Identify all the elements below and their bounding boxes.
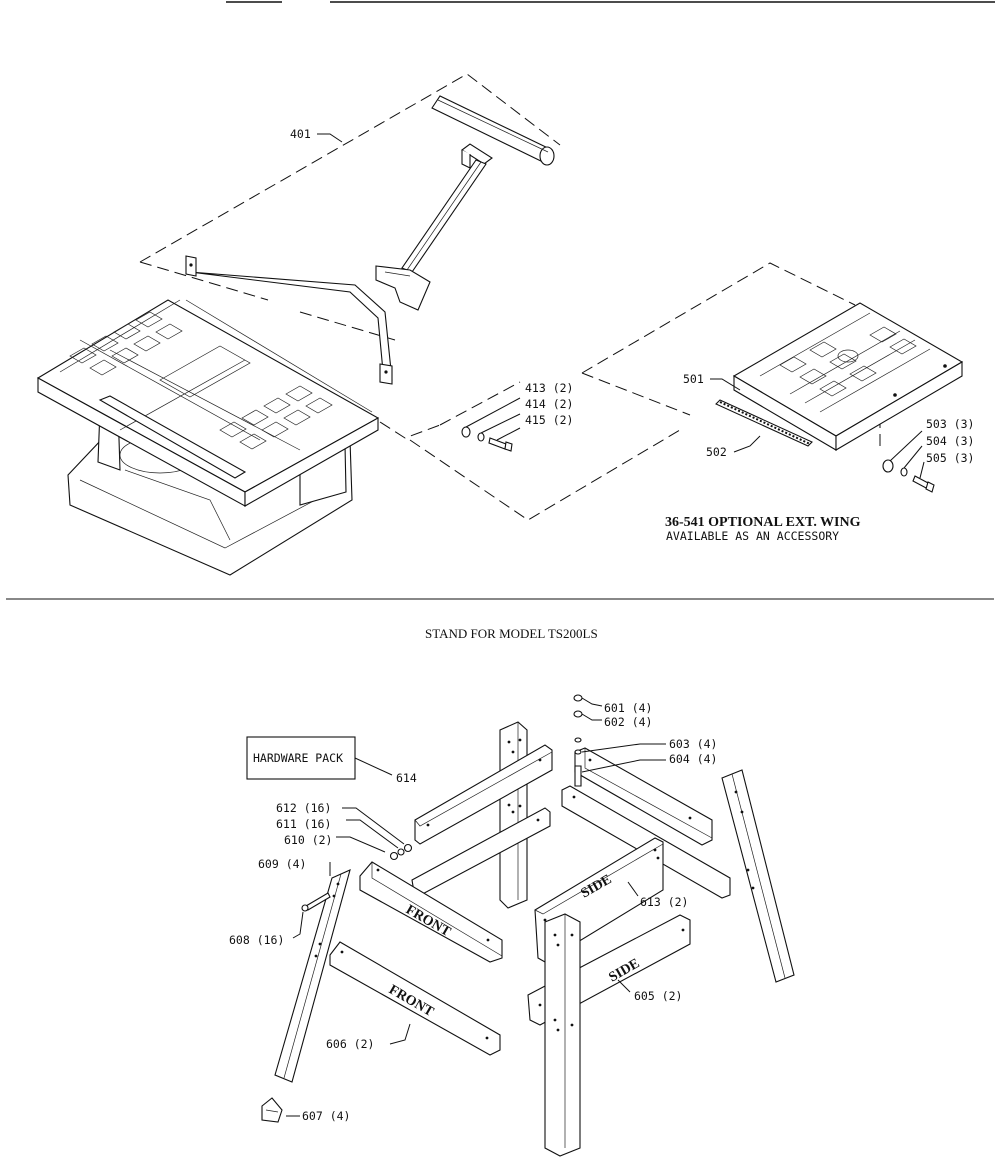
stand-callout-labels: 601 (4) 602 (4) 603 (4) 604 (4) 614 612 … (229, 701, 717, 1123)
callout-604: 604 (4) (669, 752, 717, 766)
callout-607: 607 (4) (302, 1109, 350, 1123)
support-arm-dashed-outline (139, 73, 561, 341)
hardware-pack-label: HARDWARE PACK (253, 751, 343, 765)
callout-415: 415 (2) (525, 413, 573, 427)
callout-505: 505 (3) (926, 451, 974, 465)
callout-601: 601 (4) (604, 701, 652, 715)
carriage-bolt-608 (301, 892, 331, 912)
bolt-hardware-503-505 (882, 430, 935, 493)
callout-504: 504 (3) (926, 434, 974, 448)
support-arm-401 (185, 95, 555, 385)
callout-502: 502 (706, 445, 727, 459)
callout-413: 413 (2) (525, 381, 573, 395)
callout-503: 503 (3) (926, 417, 974, 431)
table-saw-body (36, 299, 380, 576)
callout-611: 611 (16) (276, 817, 331, 831)
callout-608: 608 (16) (229, 933, 284, 947)
stand-leg-front-left (274, 869, 351, 1083)
top-leader-lines (317, 133, 761, 453)
callout-614: 614 (396, 771, 417, 785)
callout-605: 605 (2) (634, 989, 682, 1003)
hardware-pack-box: HARDWARE PACK (246, 736, 393, 780)
callout-610: 610 (2) (284, 833, 332, 847)
accessory-title: 36-541 OPTIONAL EXT. WING (665, 515, 861, 530)
callout-606: 606 (2) (326, 1037, 374, 1051)
callout-612: 612 (16) (276, 801, 331, 815)
extension-wing-501 (732, 302, 964, 451)
stand-leg-back-right (721, 769, 795, 983)
stand-title: STAND FOR MODEL TS200LS (425, 626, 598, 641)
callout-414: 414 (2) (525, 397, 573, 411)
scale-strip-502 (715, 399, 813, 447)
upper-back-rail (414, 744, 553, 845)
hardware-stack-601-604 (573, 694, 583, 787)
callout-613: 613 (2) (640, 895, 688, 909)
top-callout-labels: 401 413 (2) 414 (2) 415 (2) 501 502 503 … (290, 127, 974, 543)
callout-602: 602 (4) (604, 715, 652, 729)
callout-401: 401 (290, 127, 311, 141)
bolt-hardware-413-415 (461, 397, 521, 452)
callout-501: 501 (683, 372, 704, 386)
accessory-note: AVAILABLE AS AN ACCESSORY (666, 529, 839, 543)
washers-610-612 (389, 843, 413, 861)
callout-609: 609 (4) (258, 857, 306, 871)
callout-603: 603 (4) (669, 737, 717, 751)
stand-leg-back-left (499, 721, 528, 909)
stand-leg-front-right (544, 913, 581, 1157)
leveling-foot-607 (261, 1097, 283, 1123)
lower-side-rail-right (561, 785, 731, 899)
stand-leader-lines (286, 697, 666, 1117)
